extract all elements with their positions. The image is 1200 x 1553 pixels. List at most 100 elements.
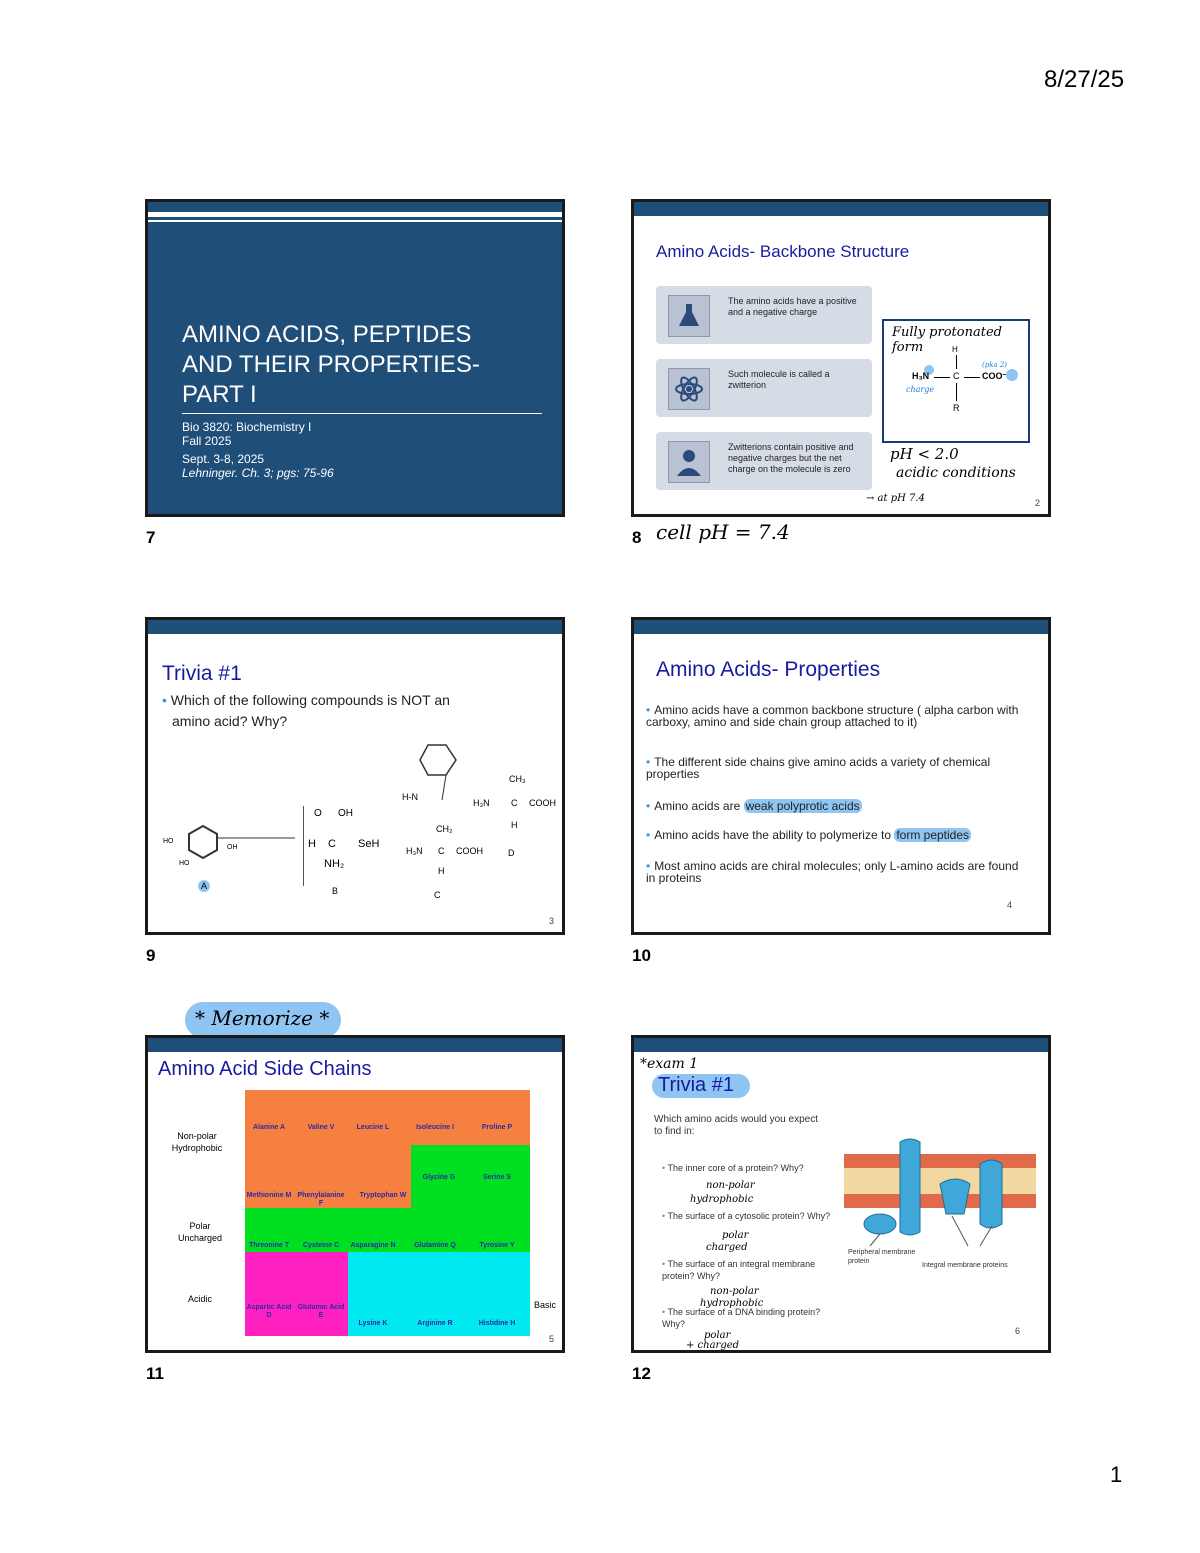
- bond-line: [964, 377, 980, 378]
- label-integral: Integral membrane proteins: [922, 1262, 1008, 1269]
- struct-carboxyl: COO⁻: [982, 371, 1008, 381]
- compound-c: H-N CH₂ H₃N C COOH H: [398, 740, 498, 885]
- slide-8-title: Amino Acids- Backbone Structure: [656, 242, 910, 261]
- basic-block: [348, 1252, 530, 1336]
- person-icon: [668, 441, 710, 483]
- label-nonpolar: Non-polar Hydrophobic: [171, 1131, 223, 1153]
- amino-acid-label: Arginine R: [417, 1320, 453, 1327]
- amino-acid-label: Asparagine N: [350, 1242, 396, 1249]
- chem-ho: HO: [163, 838, 174, 845]
- answer-2b: charged: [706, 1242, 748, 1253]
- struct-amine: H₃N: [912, 371, 930, 381]
- compound-b: O OH H C SeH NH₂: [303, 806, 394, 886]
- answer-4a: polar: [704, 1330, 731, 1341]
- charge-highlight: [924, 365, 934, 375]
- amino-acid-label: Valine V: [307, 1124, 335, 1131]
- slide-10[interactable]: Amino Acids- Properties •Amino acids hav…: [631, 617, 1051, 935]
- chem-ch2: CH₂: [436, 824, 453, 834]
- question-4: The surface of a DNA binding protein? Wh…: [662, 1307, 821, 1329]
- atom-icon: [668, 368, 710, 410]
- amino-acid-label: Alanine A: [252, 1124, 286, 1131]
- hand-exam-note: *exam 1: [640, 1056, 699, 1072]
- label-polar: Polar Uncharged: [177, 1221, 223, 1243]
- flask-icon: [668, 295, 710, 337]
- slide-num: 3: [548, 916, 554, 926]
- charge-highlight: [1006, 369, 1018, 381]
- chem-h3n: H₃N: [473, 798, 490, 808]
- chem-cooh: COOH: [456, 846, 483, 856]
- label-c: C: [434, 890, 441, 900]
- slide-7-title-3: PART I: [182, 381, 257, 408]
- bullet-5: Most amino acids are chiral molecules; o…: [646, 859, 1019, 885]
- title-divider: [182, 413, 542, 414]
- amino-acid-label: Glycine G: [422, 1174, 456, 1181]
- struct-carbon: C: [953, 371, 960, 381]
- slide-12[interactable]: *exam 1 Trivia #1 Which amino acids woul…: [631, 1035, 1051, 1353]
- question-line-1: Which of the following compounds is NOT …: [170, 692, 450, 708]
- label-basic: Basic: [534, 1300, 557, 1310]
- label-peripheral: Peripheral membrane protein: [848, 1249, 916, 1265]
- answer-highlight: [198, 880, 210, 892]
- page-number: 1: [1110, 1462, 1123, 1487]
- chem-c: C: [328, 838, 336, 850]
- amino-acid-label: Threonine T: [248, 1242, 290, 1249]
- amino-acid-label: Leucine L: [356, 1124, 390, 1131]
- hand-acidic: acidic conditions: [896, 465, 1016, 481]
- trivia-intro: Which amino acids would you expect to fi…: [654, 1114, 818, 1137]
- answer-4b: + charged: [686, 1340, 740, 1351]
- bond-line: [956, 383, 957, 401]
- acidic-block: [245, 1252, 348, 1336]
- slide-9-title: Trivia #1: [162, 662, 242, 685]
- chem-cooh: COOH: [529, 798, 556, 808]
- question-line-2: amino acid? Why?: [172, 713, 288, 729]
- label-d: D: [508, 848, 515, 858]
- answer-3b: hydrophobic: [700, 1298, 764, 1309]
- chem-h3n: H₃N: [406, 846, 423, 856]
- slide-7-title-1: AMINO ACIDS, PEPTIDES: [182, 321, 472, 348]
- chem-hn: H-N: [402, 792, 418, 802]
- chem-oh: OH: [338, 808, 353, 819]
- slide-topbar: [148, 620, 562, 634]
- highlight-weak-acids: weak polyprotic acids: [743, 799, 862, 813]
- slide-8[interactable]: Amino Acids- Backbone Structure The amin…: [631, 199, 1051, 517]
- chem-h: H: [511, 820, 518, 830]
- hand-bottom: → at pH 7.4: [866, 493, 925, 504]
- slide-number-9: 9: [146, 946, 156, 965]
- slide-7[interactable]: AMINO ACIDS, PEPTIDES AND THEIR PROPERTI…: [145, 199, 565, 517]
- compound-d: CH₃ H₃N C COOH H: [473, 770, 562, 840]
- slide-9[interactable]: Trivia #1 • Which of the following compo…: [145, 617, 565, 935]
- highlight-form-peptides: form peptides: [894, 828, 972, 842]
- label-b: B: [332, 886, 339, 896]
- slide-number-11: 11: [146, 1364, 164, 1383]
- slide-number-8: 8: [632, 528, 642, 547]
- bond-line: [934, 377, 950, 378]
- amino-acid-label: Glutamic Acid E: [297, 1304, 345, 1319]
- hand-note-cell-ph: cell pH = 7.4: [656, 520, 790, 544]
- slide-11-title: Amino Acid Side Chains: [158, 1058, 372, 1080]
- chem-ho: HO: [179, 860, 190, 867]
- card-text: The amino acids have a positive and a ne…: [728, 296, 857, 317]
- slide-11[interactable]: Amino Acid Side Chains Non-polar Hydroph…: [145, 1035, 565, 1353]
- card-text: Such molecule is called a zwitterion: [728, 369, 830, 390]
- bond-line: [956, 355, 957, 369]
- chem-h: H: [438, 866, 445, 876]
- label-a: A: [201, 881, 208, 891]
- chem-ch3: CH₃: [509, 774, 526, 784]
- question-3: The surface of an integral membrane prot…: [662, 1259, 816, 1281]
- chem-c: C: [511, 798, 518, 808]
- bullet-2: The different side chains give amino aci…: [646, 755, 991, 781]
- slide-10-title: Amino Acids- Properties: [656, 658, 881, 681]
- polar-block-2: [245, 1208, 530, 1252]
- hand-ph: pH < 2.0: [890, 445, 959, 463]
- slide-number-12: 12: [632, 1364, 651, 1383]
- date-header: 8/27/25: [1044, 66, 1125, 93]
- amino-acid-label: Tyrosine Y: [479, 1242, 515, 1249]
- amino-acid-label: Tryptophan W: [359, 1192, 407, 1199]
- membrane-illustration: [840, 1134, 1040, 1254]
- amino-acid-label: Glutamine Q: [414, 1242, 456, 1249]
- slide-topbar: [634, 202, 1048, 216]
- slide-topbar: [634, 1038, 1048, 1052]
- card-net-charge: Zwitterions contain positive and negativ…: [656, 432, 872, 490]
- bullet-1: Amino acids have a common backbone struc…: [646, 703, 1019, 729]
- annot-charge: charge: [906, 385, 935, 394]
